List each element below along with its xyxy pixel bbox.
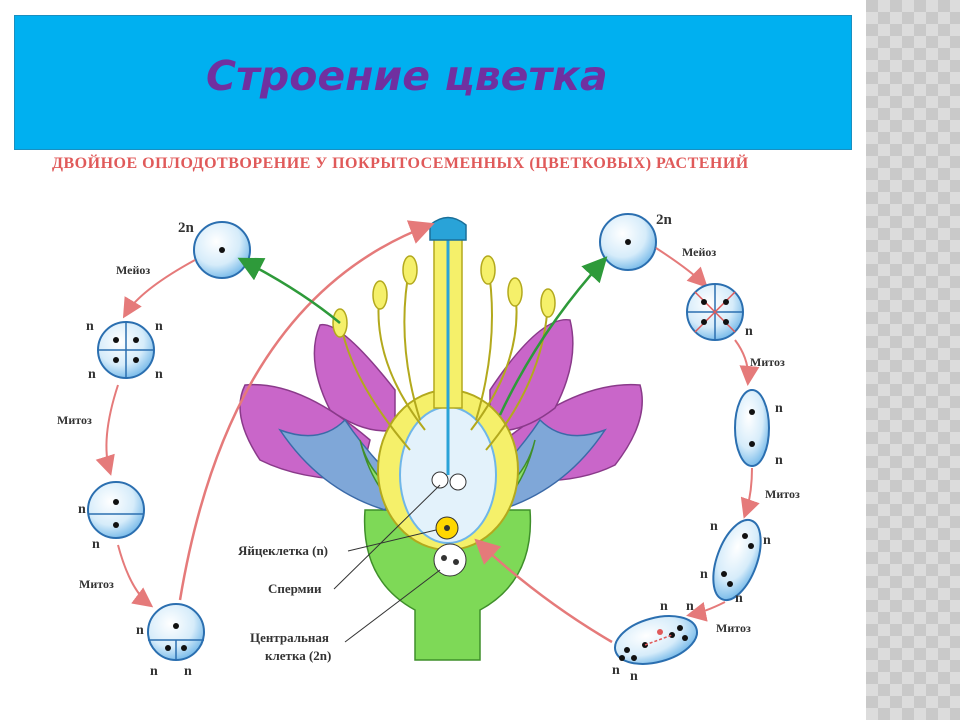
right-n: n xyxy=(686,599,694,614)
left-n: n xyxy=(86,319,94,334)
right-n: n xyxy=(775,453,783,468)
left-n: n xyxy=(88,367,96,382)
right-n: n xyxy=(660,599,668,614)
left-cell-binucleate xyxy=(87,481,145,539)
embryo-sac-cells xyxy=(431,471,467,577)
left-n: n xyxy=(92,537,100,552)
left-n: n xyxy=(155,319,163,334)
arrow-ovule-right xyxy=(498,256,608,416)
right-label-meiosis: Мейоз xyxy=(682,245,716,259)
slide-title: Строение цветка xyxy=(206,52,608,100)
left-n: n xyxy=(136,623,144,638)
label-central-cell-line2: клетка (2n) xyxy=(265,648,331,663)
anthers xyxy=(332,255,556,338)
double-fertilization-diagram: Яйцеклетка (n) Спермии Центральная клетк… xyxy=(57,212,800,684)
right-n: n xyxy=(745,324,753,339)
left-cycle: 2n Мейоз n n n n Митоз n n Митоз n n n xyxy=(57,220,251,679)
right-n: n xyxy=(700,567,708,582)
left-label-mitosis-1: Митоз xyxy=(57,413,92,427)
left-n: n xyxy=(184,664,192,679)
title-bar xyxy=(14,15,852,150)
right-n: n xyxy=(630,669,638,684)
arrow-pollination xyxy=(178,220,435,601)
right-n: n xyxy=(612,663,620,678)
right-cell-embryo-sac xyxy=(614,615,698,665)
right-label-2n: 2n xyxy=(656,212,673,228)
right-cycle: 2n Мейоз n Митоз n n Митоз n n n n Митоз xyxy=(599,212,800,684)
label-central-cell-line1: Центральная xyxy=(250,630,329,645)
left-n: n xyxy=(155,367,163,382)
side-decorative-pattern xyxy=(866,0,960,720)
left-n: n xyxy=(150,664,158,679)
label-sperm: Спермии xyxy=(268,581,322,596)
sepal-left xyxy=(278,418,396,511)
diagram-subtitle: ДВОЙНОЕ ОПЛОДОТВОРЕНИЕ У ПОКРЫТОСЕМЕННЫХ… xyxy=(52,155,749,172)
right-label-mitosis-3: Митоз xyxy=(716,621,751,635)
left-label-2n: 2n xyxy=(178,220,195,236)
right-label-mitosis-2: Митоз xyxy=(765,487,800,501)
label-egg-cell: Яйцеклетка (n) xyxy=(238,543,328,558)
right-label-mitosis-1: Митоз xyxy=(750,355,785,369)
right-n: n xyxy=(735,591,743,606)
stigma xyxy=(429,216,467,241)
right-n: n xyxy=(710,519,718,534)
arrow-anther-left xyxy=(237,257,341,324)
central-cell xyxy=(433,543,467,577)
arrow-embryo-sac xyxy=(474,538,613,644)
right-cell-four-nuclei xyxy=(712,518,762,602)
left-label-mitosis-2: Митоз xyxy=(79,577,114,591)
right-n: n xyxy=(763,533,771,548)
right-n: n xyxy=(775,401,783,416)
left-label-meiosis: Мейоз xyxy=(116,263,150,277)
left-n: n xyxy=(78,502,86,517)
right-cell-binucleate xyxy=(734,389,770,467)
